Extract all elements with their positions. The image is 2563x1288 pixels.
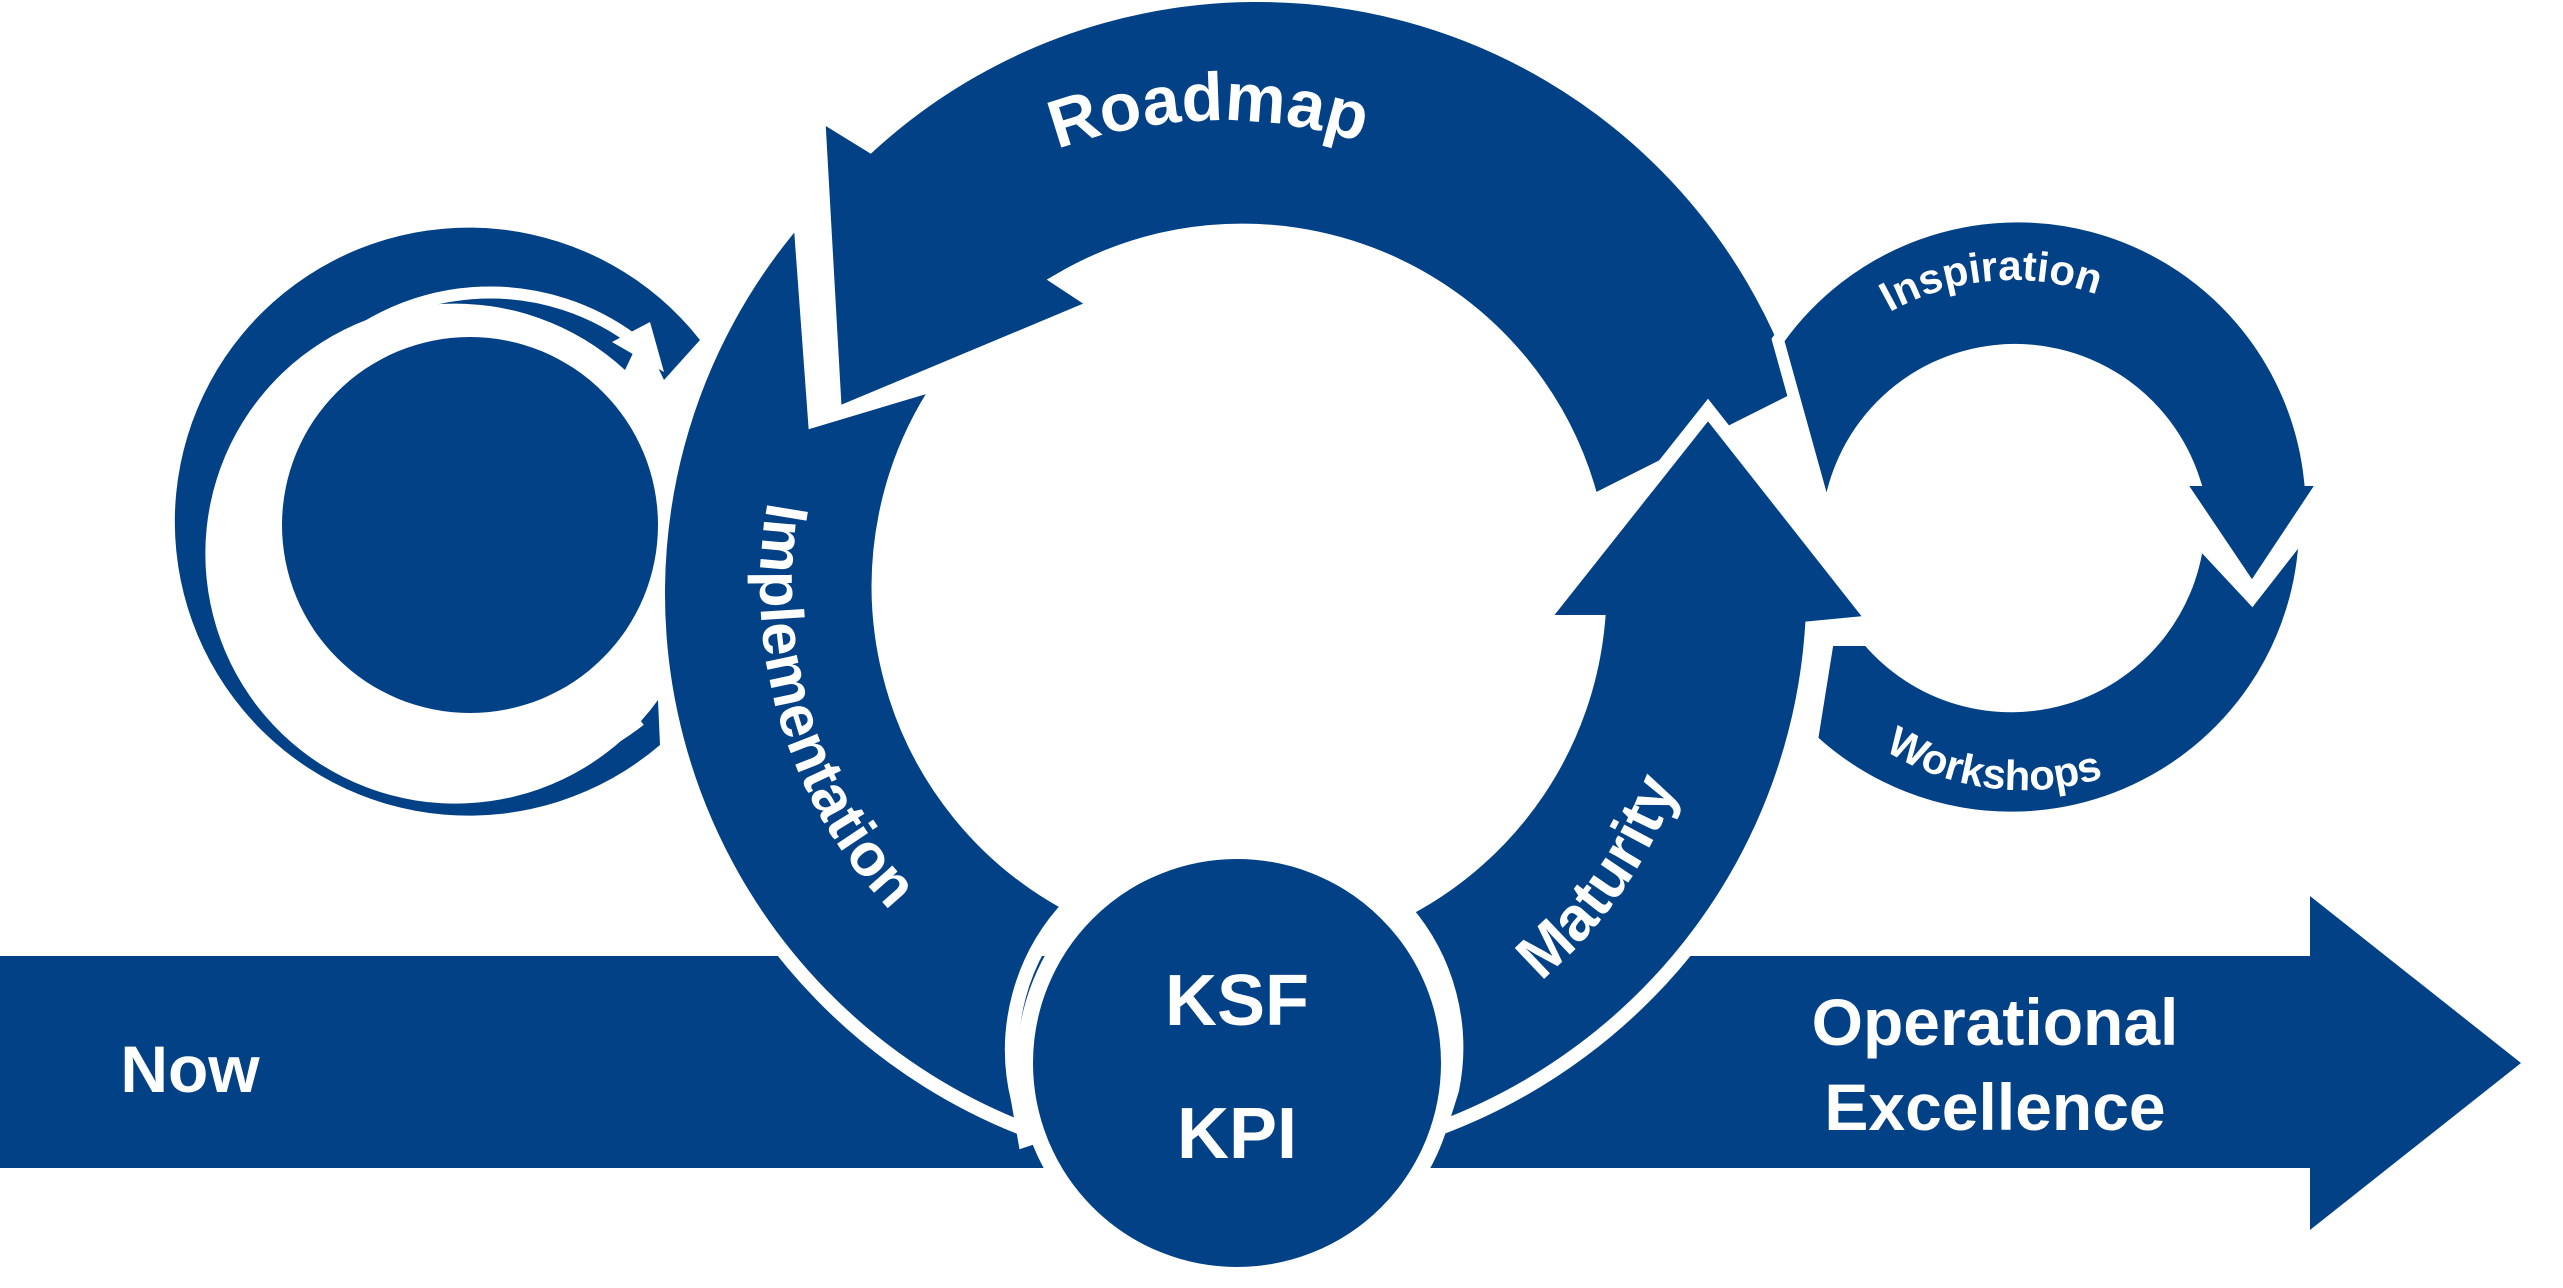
now-label: Now bbox=[120, 1032, 260, 1106]
inspiration-loop-ring bbox=[1771, 210, 2337, 601]
operational-label: Operational bbox=[1812, 985, 2179, 1059]
implementation-loop bbox=[174, 227, 700, 816]
implementation-loop-label-line1: Implementation bbox=[307, 486, 632, 535]
loop-arrowhead-icon bbox=[612, 322, 664, 372]
implementation-loop-ring bbox=[174, 227, 700, 816]
excellence-label: Excellence bbox=[1824, 1070, 2165, 1144]
implementation-loop-inner-arrow bbox=[244, 286, 644, 779]
implementation-arrow bbox=[650, 197, 1082, 1150]
roadmap-arrow bbox=[810, 0, 1814, 513]
kpi-label: KPI bbox=[1177, 1094, 1297, 1174]
implementation-loop-label-line2: loop bbox=[424, 546, 517, 595]
ksf-kpi-circle bbox=[1017, 843, 1457, 1283]
inspiration-loop bbox=[1771, 210, 2337, 824]
ksf-label: KSF bbox=[1165, 961, 1309, 1041]
maturity-arrow bbox=[1393, 398, 1889, 1140]
workshops-loop-ring bbox=[1805, 512, 2312, 824]
operational-excellence-arrow bbox=[1430, 896, 2521, 1230]
main-cycle bbox=[650, 0, 1889, 1150]
